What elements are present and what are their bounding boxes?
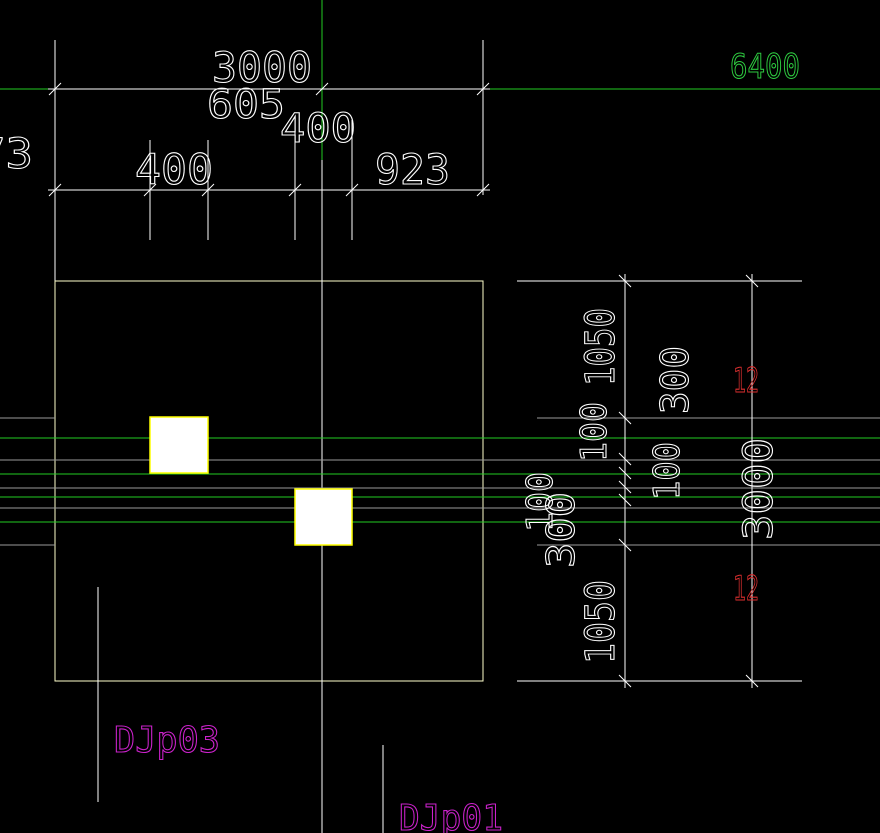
dim-text-605: 605 xyxy=(207,82,285,128)
dim-tick xyxy=(476,183,490,197)
dim-tick xyxy=(618,674,632,688)
foundation-label-djp01[interactable]: DJp01 xyxy=(398,797,503,833)
dim-tick xyxy=(345,183,359,197)
dim-text-100-a: 100 xyxy=(574,402,615,462)
dim-tick xyxy=(618,274,632,288)
dim-tick xyxy=(201,183,215,197)
dim-tick xyxy=(745,674,759,688)
dim-tick xyxy=(315,82,329,96)
dim-tick xyxy=(618,493,632,507)
dim-text-400-col2: 400 xyxy=(280,106,356,152)
dim-text-300-bottom: 300 xyxy=(539,492,583,568)
dim-text-100-c: 100 xyxy=(520,472,561,532)
dim-text-300-top: 300 xyxy=(653,346,697,414)
dim-text-1050-bottom: 1050 xyxy=(578,580,624,664)
foundation-outline xyxy=(54,280,484,682)
dim-text-73: 73 xyxy=(0,129,33,178)
dim-text-100-b: 100 xyxy=(647,442,688,500)
dim-tick xyxy=(48,183,62,197)
dim-text-400-col1: 400 xyxy=(135,145,213,194)
rebar-label-12-bottom: 12 xyxy=(733,569,759,609)
foundation-label-djp03[interactable]: DJp03 xyxy=(113,719,220,761)
dim-tick xyxy=(143,183,157,197)
dim-tick xyxy=(745,274,759,288)
rebar-label-12-top: 12 xyxy=(733,361,759,401)
dim-text-1050-top: 1050 xyxy=(578,308,624,386)
dim-tick xyxy=(618,466,632,480)
dim-tick xyxy=(618,480,632,494)
axis-label-6400: 6400 xyxy=(730,47,800,87)
dim-tick xyxy=(618,538,632,552)
column-2[interactable] xyxy=(294,488,353,546)
dim-text-3000: 3000 xyxy=(212,43,312,92)
dim-tick xyxy=(288,183,302,197)
dim-tick xyxy=(618,411,632,425)
dim-text-3000-right: 3000 xyxy=(736,438,782,540)
dim-tick xyxy=(48,82,62,96)
dim-tick xyxy=(476,82,490,96)
column-1[interactable] xyxy=(149,416,209,474)
dim-tick xyxy=(618,452,632,466)
dim-text-923: 923 xyxy=(375,145,450,194)
